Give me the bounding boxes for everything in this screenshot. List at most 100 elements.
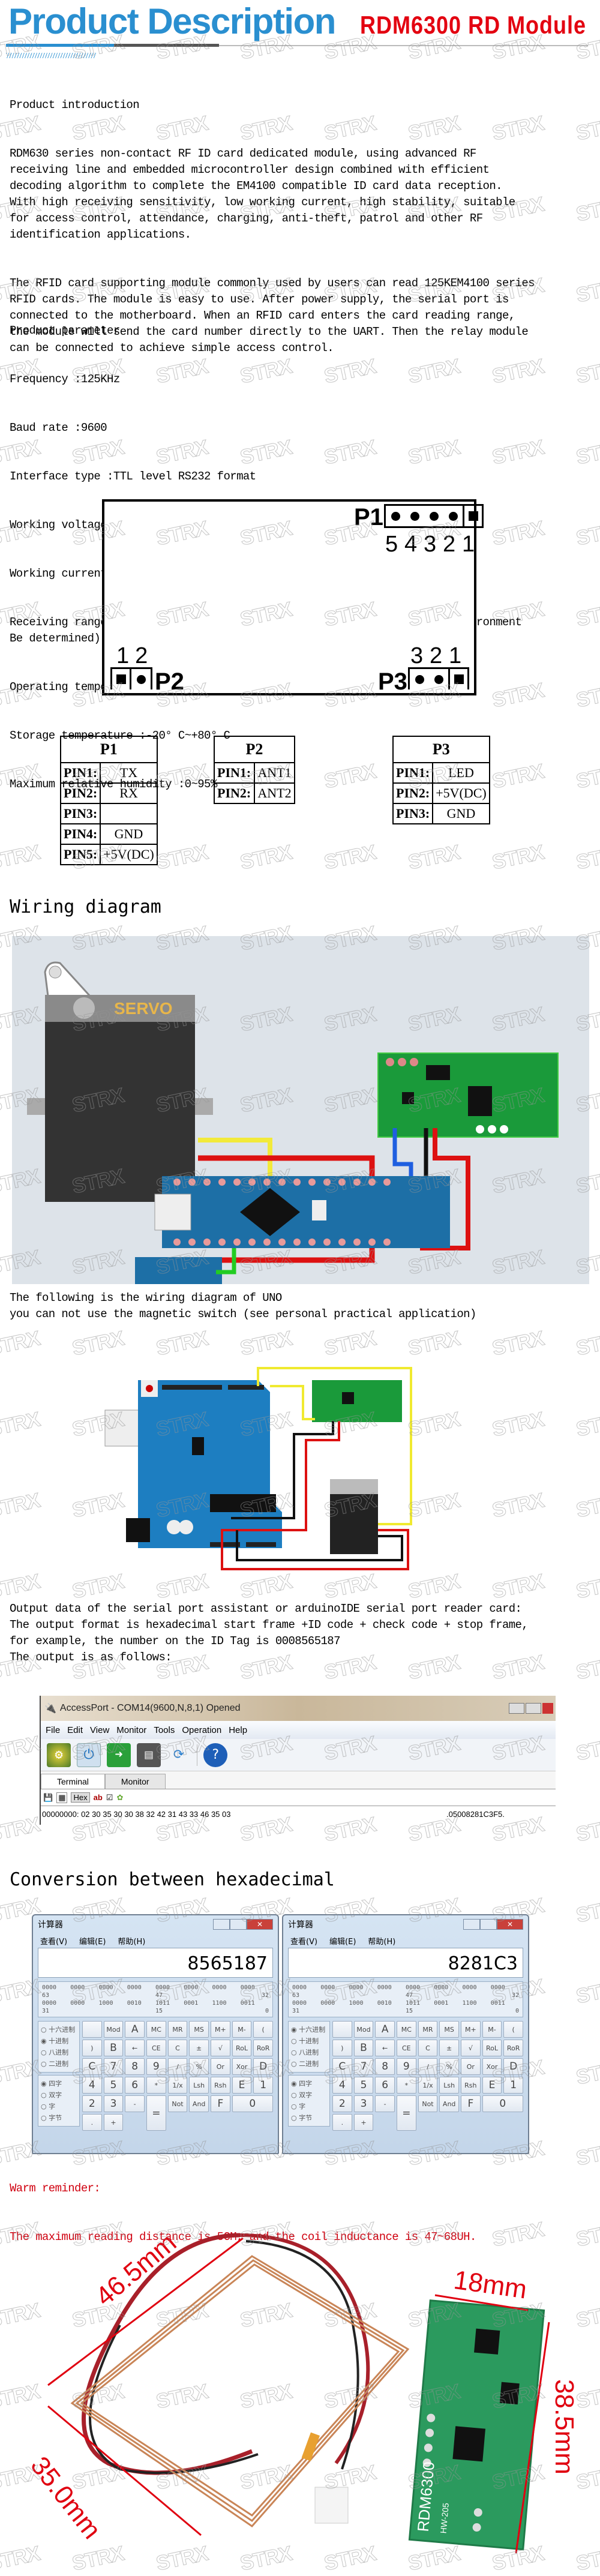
calc-key[interactable]: M+ xyxy=(461,2021,481,2038)
radio-word[interactable]: ○ 字 xyxy=(41,2103,56,2110)
calc-key[interactable]: 8 xyxy=(375,2058,395,2075)
menu-file[interactable]: File xyxy=(46,1725,61,1735)
radio-hex[interactable]: ○ 十六进制 xyxy=(41,2026,76,2034)
minimize-button[interactable] xyxy=(509,1703,524,1714)
radio-bin[interactable]: ○ 二进制 xyxy=(41,2060,69,2068)
calc-key[interactable]: / xyxy=(167,2058,188,2075)
calc-key[interactable]: RoL xyxy=(482,2040,502,2056)
calc-key[interactable]: B xyxy=(353,2040,374,2056)
maximize-button[interactable] xyxy=(526,1703,541,1714)
calc-key[interactable]: C xyxy=(82,2058,102,2075)
menu-tools[interactable]: Tools xyxy=(154,1725,175,1735)
menu-help[interactable]: Help xyxy=(229,1725,248,1735)
hex-mode-button[interactable]: Hex xyxy=(71,1792,90,1803)
calc-key[interactable]: C xyxy=(332,2058,352,2075)
calc-key[interactable]: 1 xyxy=(503,2077,523,2094)
calc-key[interactable]: Lsh xyxy=(189,2077,209,2094)
radio-qword[interactable]: ◉ 四字 xyxy=(291,2080,313,2088)
calc-key[interactable]: MR xyxy=(167,2021,188,2038)
calc-key[interactable]: / xyxy=(418,2058,438,2075)
calc-key[interactable]: 5 xyxy=(353,2077,374,2094)
calc-key[interactable]: 1/x xyxy=(167,2077,188,2094)
calc-key[interactable]: 9 xyxy=(397,2058,416,2075)
radio-oct[interactable]: ○ 八进制 xyxy=(291,2049,319,2056)
calc-key[interactable]: RoR xyxy=(503,2040,523,2056)
calc-key[interactable]: √ xyxy=(211,2040,230,2056)
tab-terminal[interactable]: Terminal xyxy=(41,1774,105,1789)
calc-key[interactable]: ) xyxy=(332,2040,352,2056)
calc-key[interactable]: Mod xyxy=(103,2021,124,2038)
radio-bin[interactable]: ○ 二进制 xyxy=(291,2060,319,2068)
calc-key[interactable]: A xyxy=(125,2021,145,2038)
calc-key-zero[interactable]: 0 xyxy=(482,2095,523,2112)
document-icon[interactable]: ▤ xyxy=(137,1743,161,1767)
radio-dec[interactable]: ◉ 十进制 xyxy=(41,2037,69,2045)
radio-byte[interactable]: ○ 字节 xyxy=(41,2114,62,2122)
calc-key[interactable]: MS xyxy=(189,2021,209,2038)
maximize-button[interactable] xyxy=(480,1919,497,1930)
calc-key[interactable]: F xyxy=(211,2095,230,2112)
calc-key[interactable]: ← xyxy=(375,2040,395,2056)
menu-edit[interactable]: 编辑(E) xyxy=(79,1937,106,1947)
radio-dword[interactable]: ○ 双字 xyxy=(41,2091,62,2099)
menu-view[interactable]: View xyxy=(90,1725,110,1735)
calc-key[interactable]: E xyxy=(482,2077,502,2094)
calc-key[interactable]: * xyxy=(397,2077,416,2094)
calc-key[interactable]: C xyxy=(418,2040,438,2056)
refresh-icon[interactable]: ⟳ xyxy=(173,1747,185,1762)
tab-monitor[interactable]: Monitor xyxy=(104,1774,166,1789)
calc-key[interactable]: . xyxy=(332,2114,352,2131)
calc-key[interactable]: 3 xyxy=(353,2095,374,2112)
send-arrow-icon[interactable]: ➜ xyxy=(107,1743,131,1767)
menu-view[interactable]: 查看(V) xyxy=(290,1937,318,1947)
calc-key-zero[interactable]: 0 xyxy=(232,2095,273,2112)
radio-word[interactable]: ○ 字 xyxy=(291,2103,306,2110)
close-button[interactable]: ✕ xyxy=(247,1919,273,1930)
calc-key-equals[interactable]: = xyxy=(146,2095,166,2131)
radio-dword[interactable]: ○ 双字 xyxy=(291,2091,313,2099)
calc-key[interactable]: M+ xyxy=(211,2021,230,2038)
calc-key[interactable]: CE xyxy=(146,2040,166,2056)
calc-key[interactable]: Rsh xyxy=(461,2077,481,2094)
calc-key[interactable]: MR xyxy=(418,2021,438,2038)
calc-key[interactable]: 4 xyxy=(332,2077,352,2094)
calc-key[interactable]: E xyxy=(232,2077,252,2094)
calc-key[interactable]: Mod xyxy=(353,2021,374,2038)
calc-key[interactable]: % xyxy=(189,2058,209,2075)
calc-key-equals[interactable]: = xyxy=(397,2095,416,2131)
minimize-button[interactable] xyxy=(463,1919,480,1930)
calc-key[interactable]: 7 xyxy=(353,2058,374,2075)
calc-key[interactable]: And xyxy=(189,2095,209,2112)
calc-key[interactable]: - xyxy=(375,2095,395,2112)
calc-key[interactable]: Lsh xyxy=(439,2077,459,2094)
save-icon[interactable]: 💾 xyxy=(43,1792,53,1802)
close-button[interactable] xyxy=(542,1703,553,1714)
calc-key[interactable]: Not xyxy=(167,2095,188,2112)
minimize-button[interactable] xyxy=(213,1919,230,1930)
calc-key[interactable]: % xyxy=(439,2058,459,2075)
edit-check-icon[interactable]: ☑ xyxy=(106,1792,113,1802)
calc-key[interactable]: ) xyxy=(82,2040,102,2056)
calc-key[interactable]: C xyxy=(167,2040,188,2056)
calc-key[interactable]: MC xyxy=(397,2021,416,2038)
calc-key[interactable]: Or xyxy=(211,2058,230,2075)
menu-help[interactable]: 帮助(H) xyxy=(368,1937,396,1947)
radio-byte[interactable]: ○ 字节 xyxy=(291,2114,313,2122)
calc-key[interactable]: B xyxy=(103,2040,124,2056)
calc-key[interactable]: + xyxy=(353,2114,374,2131)
menu-help[interactable]: 帮助(H) xyxy=(118,1937,146,1947)
calc-key[interactable]: 8 xyxy=(125,2058,145,2075)
radio-qword[interactable]: ◉ 四字 xyxy=(41,2080,62,2088)
menu-monitor[interactable]: Monitor xyxy=(116,1725,147,1735)
calc-key[interactable]: 1/x xyxy=(418,2077,438,2094)
calc-key[interactable]: MS xyxy=(439,2021,459,2038)
calc-key[interactable]: M- xyxy=(482,2021,502,2038)
calc-key[interactable]: D xyxy=(253,2058,273,2075)
calc-key[interactable]: 6 xyxy=(375,2077,395,2094)
calc-key[interactable]: RoR xyxy=(253,2040,273,2056)
calc-key[interactable]: 9 xyxy=(146,2058,166,2075)
calc-key[interactable]: Or xyxy=(461,2058,481,2075)
help-icon[interactable]: ? xyxy=(203,1743,227,1767)
calc-key[interactable]: 5 xyxy=(103,2077,124,2094)
hex-mode-toggle-icon[interactable]: ▦ xyxy=(56,1792,68,1803)
